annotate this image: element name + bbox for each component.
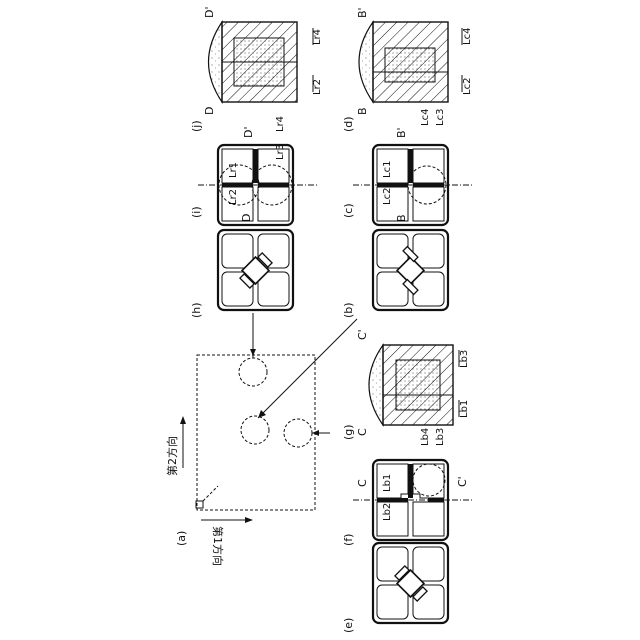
panel-f-unit <box>353 460 473 540</box>
section-label-c: C <box>356 479 369 487</box>
panel-e-unit <box>373 543 448 623</box>
panel-label-d: (d) <box>342 116 355 132</box>
dim-lc1: Lc1 <box>382 161 393 178</box>
panel-d-section <box>359 22 448 102</box>
section-label-c-g: C <box>356 428 369 436</box>
section-label-b-c: B <box>395 214 408 222</box>
first-direction-label: 第1方向 <box>211 526 225 566</box>
section-label-d-i: D <box>240 214 253 222</box>
panel-label-j: (j) <box>190 120 203 132</box>
panel-label-g: (g) <box>342 424 355 440</box>
dim-lb1-g: Lb1 <box>459 400 470 418</box>
panel-label-f: (f) <box>342 534 355 546</box>
panel-label-i: (i) <box>190 206 203 218</box>
panel-label-a: (a) <box>175 531 188 546</box>
arrow-to-b <box>258 319 357 418</box>
dim-lr2: Lr2 <box>228 189 239 205</box>
panel-h-unit <box>218 230 293 310</box>
dim-lc2: Lc2 <box>382 188 393 205</box>
panel-label-c: (c) <box>342 203 355 218</box>
dim-lb4: Lb4 <box>420 428 431 446</box>
panel-i-unit <box>198 145 318 225</box>
panel-b-unit <box>373 230 448 310</box>
dim-lr3: Lr3 <box>275 144 286 160</box>
dim-lb3-g: Lb3 <box>459 350 470 368</box>
region-e-circle <box>284 419 312 447</box>
section-label-c-prime-g: C' <box>356 329 369 340</box>
section-label-b: B <box>356 107 369 115</box>
section-label-c-prime: C' <box>456 476 469 487</box>
dim-lr4: Lr4 <box>275 116 286 132</box>
section-label-d-prime-i: D' <box>242 127 255 139</box>
dim-lc3: Lc3 <box>435 109 446 126</box>
panel-label-h: (h) <box>190 302 203 318</box>
panel-g-section <box>369 345 453 425</box>
panel-label-b: (b) <box>342 302 355 318</box>
section-label-b-prime-c: B' <box>395 127 408 138</box>
dim-lc4-d: Lc4 <box>462 28 473 45</box>
dim-lb1: Lb1 <box>382 474 393 492</box>
section-label-d-prime: D' <box>203 7 216 19</box>
panel-j-section <box>209 22 298 102</box>
dim-lb2: Lb2 <box>382 503 393 521</box>
section-label-d: D <box>203 107 216 115</box>
panel-c-unit <box>353 145 473 225</box>
panel-a: 第2方向 第1方向 (a) <box>165 313 357 566</box>
dim-lc4: Lc4 <box>420 109 431 126</box>
region-b-circle <box>241 416 269 444</box>
dim-lb3: Lb3 <box>435 428 446 446</box>
dim-lr1: Lr1 <box>228 162 239 178</box>
section-label-b-prime: B' <box>356 7 369 18</box>
dim-lr2-j: Lr2 <box>312 79 323 95</box>
dim-lc2-d: Lc2 <box>462 78 473 95</box>
second-direction-label: 第2方向 <box>165 436 179 476</box>
dim-lr4-j: Lr4 <box>312 29 323 45</box>
region-h-circle <box>239 358 267 386</box>
panel-label-e: (e) <box>342 618 355 633</box>
